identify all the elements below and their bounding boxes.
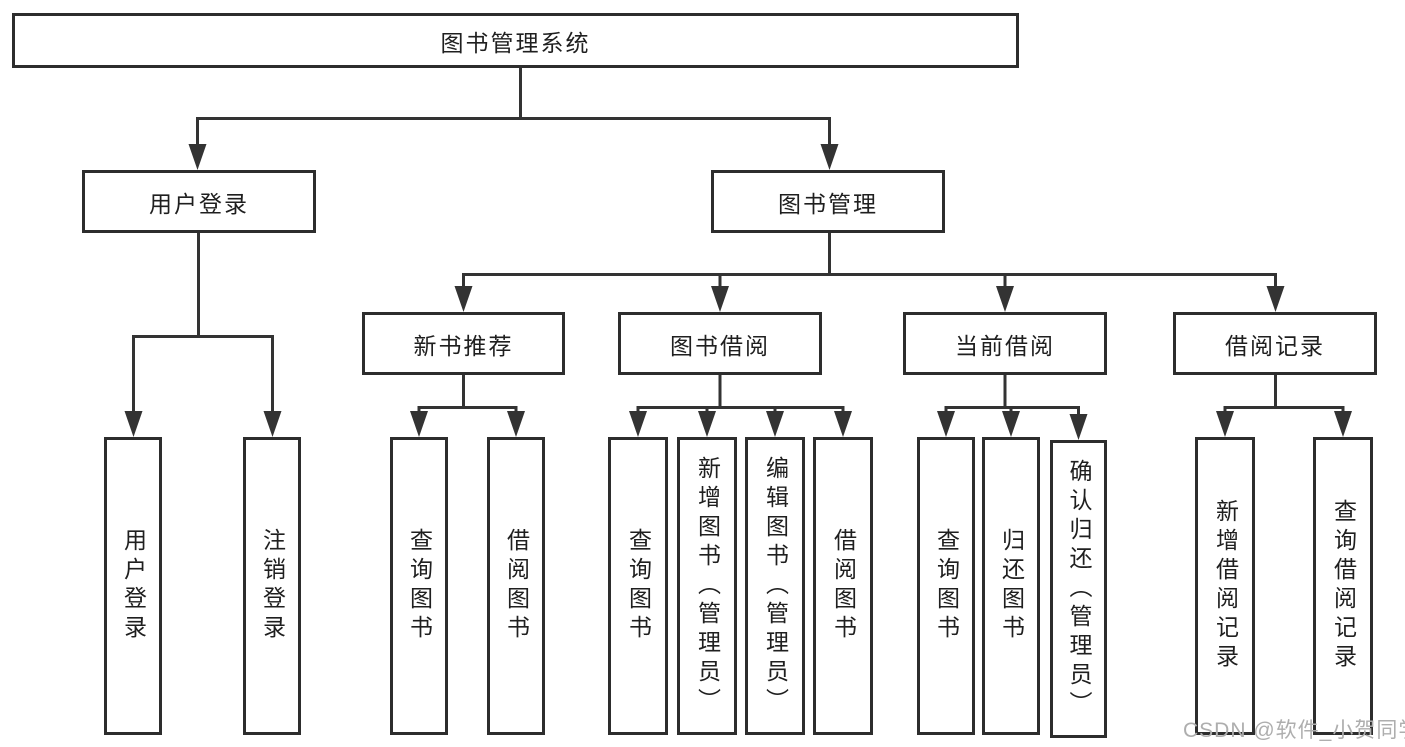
node-label: 图书借阅 — [670, 332, 770, 359]
node-borrow-record: 借阅记录 — [1173, 312, 1377, 375]
node-leaf-query-borrow-record: 查询借阅记录 — [1313, 437, 1373, 735]
node-label: 借阅记录 — [1225, 332, 1325, 359]
node-current-borrow: 当前借阅 — [903, 312, 1107, 375]
node-leaf-return-book: 归还图书 — [982, 437, 1040, 735]
node-label: 编辑图书（管理员） — [762, 455, 789, 717]
node-label: 用户登录 — [149, 190, 249, 217]
node-label: 查询图书 — [406, 528, 433, 644]
node-label: 确认归还（管理员） — [1066, 458, 1092, 720]
node-label: 查询图书 — [933, 528, 960, 644]
csdn-watermark: CSDN @软件_小贺同学 — [1183, 719, 1405, 742]
node-leaf-borrow-book-1: 借阅图书 — [487, 437, 545, 735]
node-leaf-confirm-return-admin: 确认归还（管理员） — [1050, 440, 1107, 738]
node-label: 当前借阅 — [955, 332, 1055, 359]
node-label: 图书管理 — [778, 190, 878, 217]
node-leaf-query-book-3: 查询图书 — [917, 437, 975, 735]
node-label: 借阅图书 — [830, 528, 857, 644]
node-label: 注销登录 — [259, 528, 286, 644]
node-book-management: 图书管理 — [711, 170, 945, 233]
node-leaf-add-borrow-record: 新增借阅记录 — [1195, 437, 1255, 735]
node-leaf-logout: 注销登录 — [243, 437, 301, 735]
node-library-management-system: 图书管理系统 — [12, 13, 1019, 68]
node-label: 新增借阅记录 — [1212, 499, 1239, 673]
node-new-book-recommend: 新书推荐 — [362, 312, 565, 375]
node-label: 新增图书（管理员） — [694, 455, 721, 717]
node-label: 新书推荐 — [413, 332, 514, 359]
node-label: 借阅图书 — [503, 528, 530, 644]
node-label: 图书管理系统 — [440, 29, 591, 56]
node-label: 查询图书 — [625, 528, 652, 644]
node-label: 查询借阅记录 — [1330, 499, 1357, 673]
node-leaf-query-book-2: 查询图书 — [608, 437, 668, 735]
node-book-borrow: 图书借阅 — [618, 312, 822, 375]
node-user-login: 用户登录 — [82, 170, 316, 233]
node-leaf-edit-book-admin: 编辑图书（管理员） — [745, 437, 805, 735]
node-label: 归还图书 — [998, 528, 1025, 644]
node-leaf-query-book-1: 查询图书 — [390, 437, 448, 735]
node-leaf-add-book-admin: 新增图书（管理员） — [677, 437, 737, 735]
node-label: 用户登录 — [120, 528, 147, 644]
node-leaf-user-login: 用户登录 — [104, 437, 162, 735]
node-leaf-borrow-book-2: 借阅图书 — [813, 437, 873, 735]
